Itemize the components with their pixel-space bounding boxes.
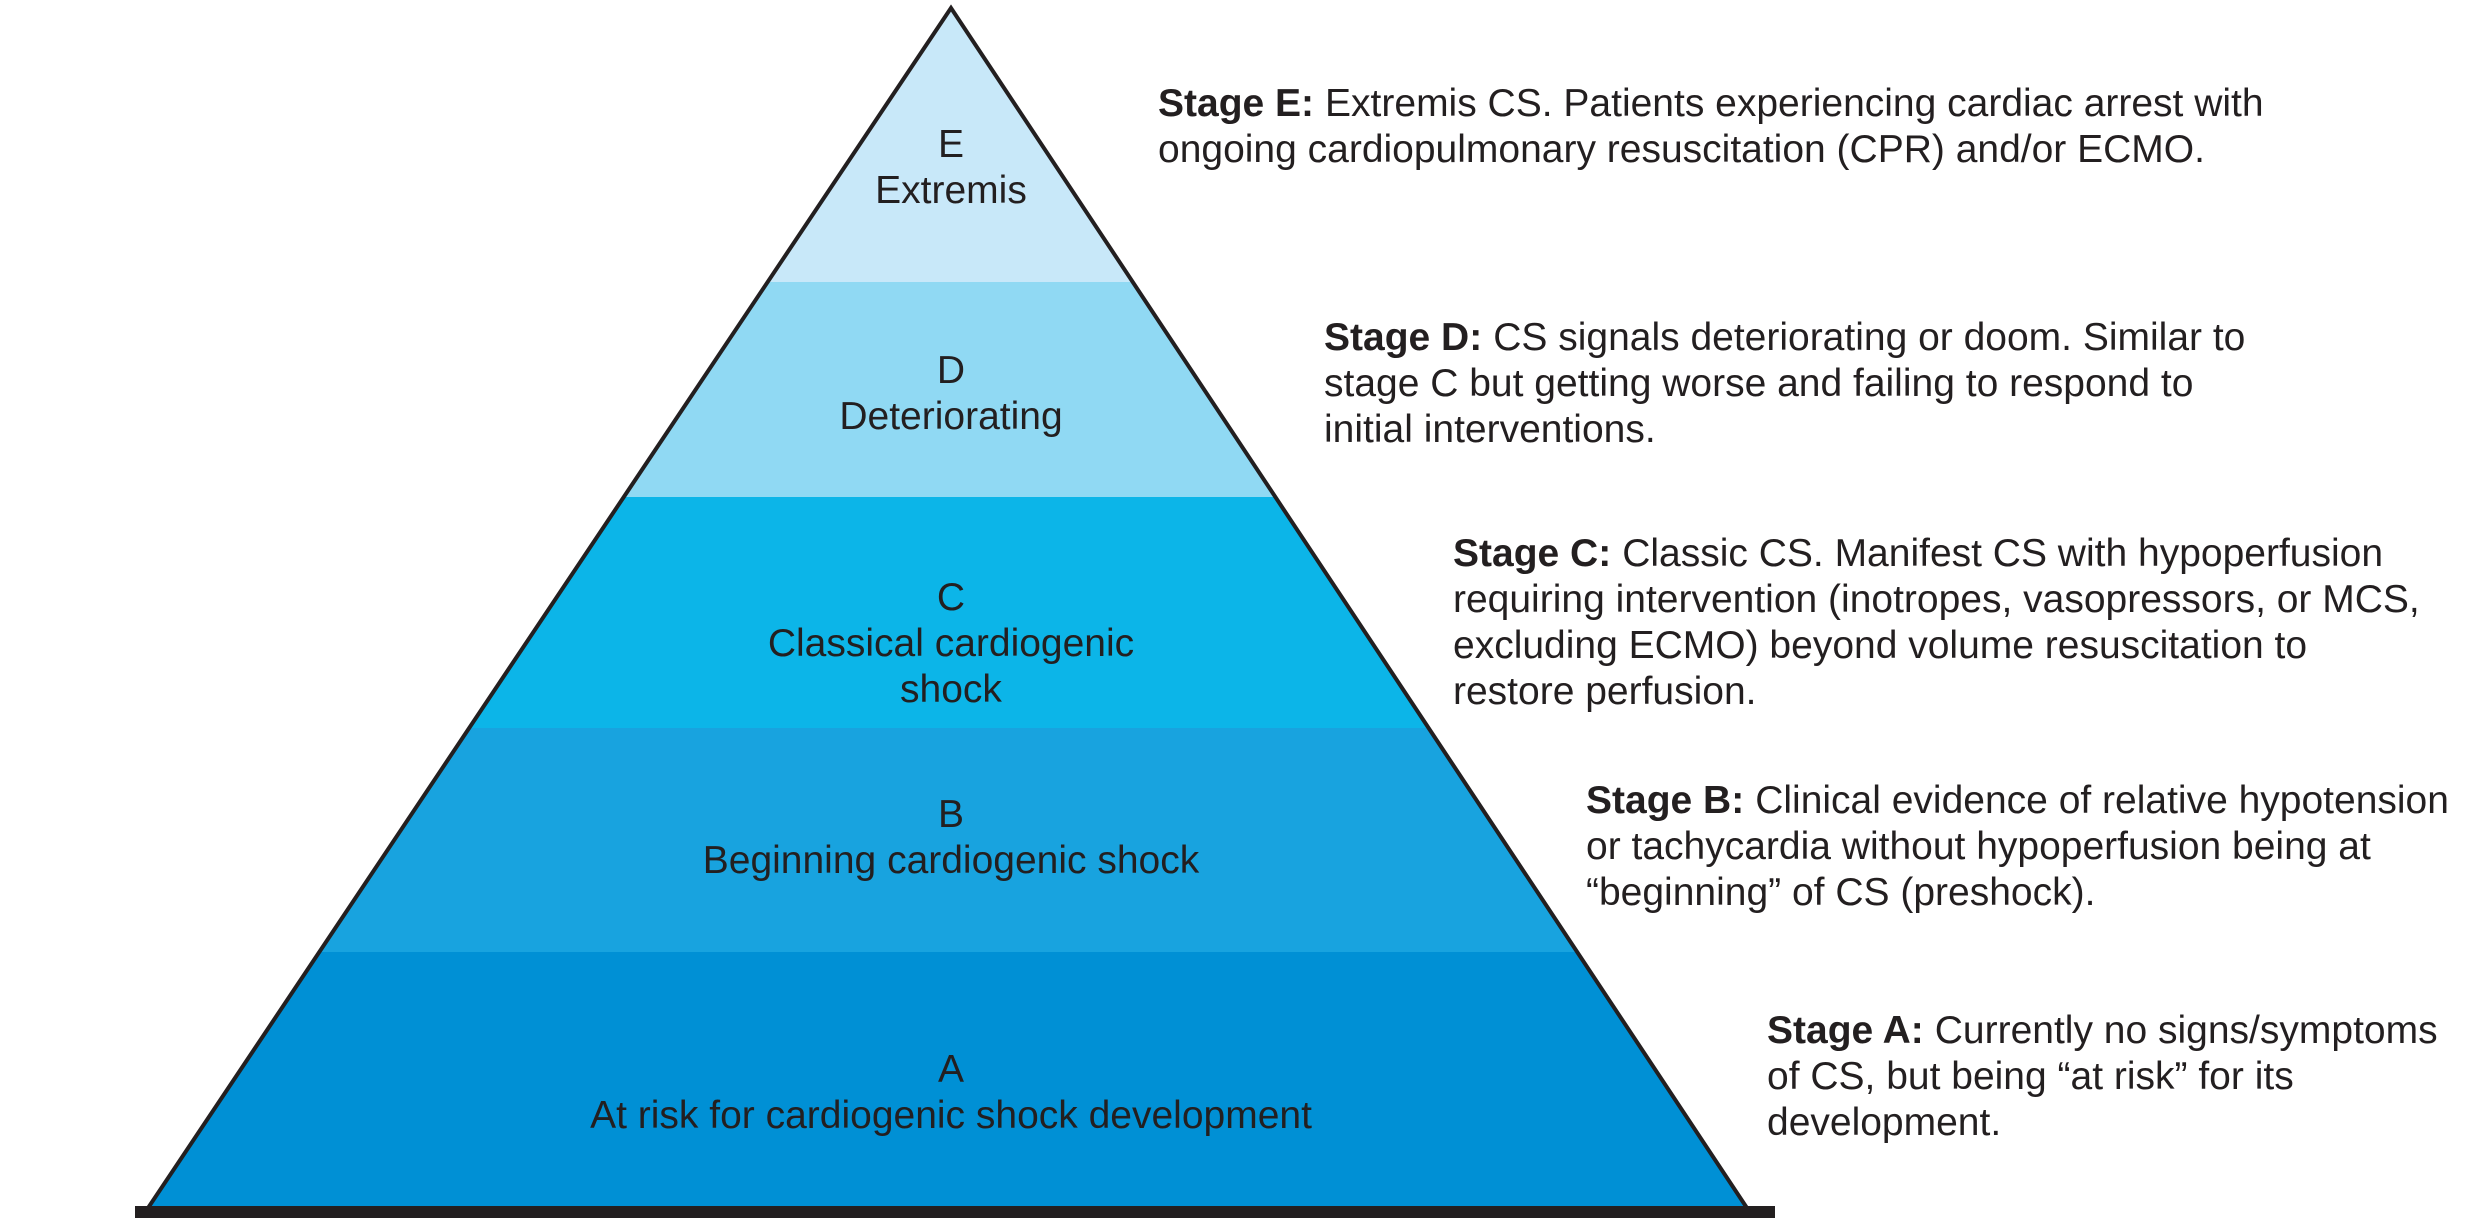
level-name-d: Deteriorating: [839, 395, 1063, 438]
pyramid-bands: [148, 8, 1747, 1208]
stage-e-line-1: Stage E:Extremis CS. Patients experienci…: [1158, 81, 2264, 127]
level-letter-b: B: [937, 793, 964, 836]
stage-b-text: Clinical evidence of relative hypotensio…: [1755, 779, 2449, 822]
pyramid-band-c: [469, 497, 1429, 728]
stage-a-description: Stage A:Currently no signs/symptoms of C…: [1767, 1008, 2438, 1146]
stage-d-label: Stage D:: [1324, 316, 1483, 359]
stage-b-line-2: or tachycardia without hypoperfusion bei…: [1586, 825, 2371, 868]
pyramid-outline: [144, 4, 1751, 1210]
stage-d-text: CS signals deteriorating or doom. Simila…: [1493, 316, 2246, 359]
stage-e-text: Extremis CS. Patients experiencing cardi…: [1325, 82, 2264, 125]
pyramid-band-e: [767, 8, 1133, 282]
level-letter-a: A: [937, 1048, 964, 1091]
pyramid-band-d: [623, 282, 1276, 497]
stage-e-line-2: ongoing cardiopulmonary resuscitation (C…: [1158, 128, 2205, 171]
stage-d-description: Stage D:CS signals deteriorating or doom…: [1324, 315, 2245, 453]
pyramid-band-a: [148, 952, 1747, 1208]
stage-e-description: Stage E:Extremis CS. Patients experienci…: [1158, 81, 2264, 173]
level-name-a: At risk for cardiogenic shock developmen…: [590, 1094, 1312, 1137]
stage-a-text: Currently no signs/symptoms: [1934, 1009, 2438, 1052]
pyramid-band-b: [319, 728, 1578, 952]
stage-d-line-3: initial interventions.: [1324, 408, 1656, 451]
stage-c-label: Stage C:: [1453, 532, 1612, 575]
stage-c-line-1: Stage C:Classic CS. Manifest CS with hyp…: [1453, 531, 2420, 577]
stage-a-line-2: of CS, but being “at risk” for its: [1767, 1055, 2294, 1098]
stage-a-label: Stage A:: [1767, 1009, 1924, 1052]
level-letter-d: D: [936, 349, 966, 392]
stage-d-line-2: stage C but getting worse and failing to…: [1324, 362, 2194, 405]
pyramid-label-a: A At risk for cardiogenic shock developm…: [590, 1047, 1312, 1139]
pyramid-label-c: C Classical cardiogenic shock: [721, 575, 1181, 713]
level-name-b: Beginning cardiogenic shock: [702, 839, 1200, 882]
pyramid-label-e: E Extremis: [875, 122, 1027, 214]
stage-c-line-3: excluding ECMO) beyond volume resuscitat…: [1453, 624, 2308, 667]
stage-e-label: Stage E:: [1158, 82, 1315, 125]
stage-a-line-1: Stage A:Currently no signs/symptoms: [1767, 1008, 2438, 1054]
level-letter-c: C: [936, 576, 966, 619]
stage-c-line-2: requiring intervention (inotropes, vasop…: [1453, 578, 2420, 621]
pyramid-label-b: B Beginning cardiogenic shock: [703, 792, 1200, 884]
stage-b-line-1: Stage B:Clinical evidence of relative hy…: [1586, 778, 2449, 824]
stage-c-line-4: restore perfusion.: [1453, 670, 1757, 713]
stage-d-line-1: Stage D:CS signals deteriorating or doom…: [1324, 315, 2245, 361]
level-name-c: Classical cardiogenic shock: [767, 622, 1135, 711]
pyramid-label-d: D Deteriorating: [839, 348, 1062, 440]
stage-c-text: Classic CS. Manifest CS with hypoperfusi…: [1622, 532, 2384, 575]
stage-b-label: Stage B:: [1586, 779, 1745, 822]
stage-a-line-3: development.: [1767, 1101, 2002, 1144]
stage-c-description: Stage C:Classic CS. Manifest CS with hyp…: [1453, 531, 2420, 715]
level-name-e: Extremis: [875, 169, 1027, 212]
level-letter-e: E: [937, 123, 964, 166]
stage-b-description: Stage B:Clinical evidence of relative hy…: [1586, 778, 2449, 916]
stage-b-line-3: “beginning” of CS (preshock).: [1586, 871, 2096, 914]
